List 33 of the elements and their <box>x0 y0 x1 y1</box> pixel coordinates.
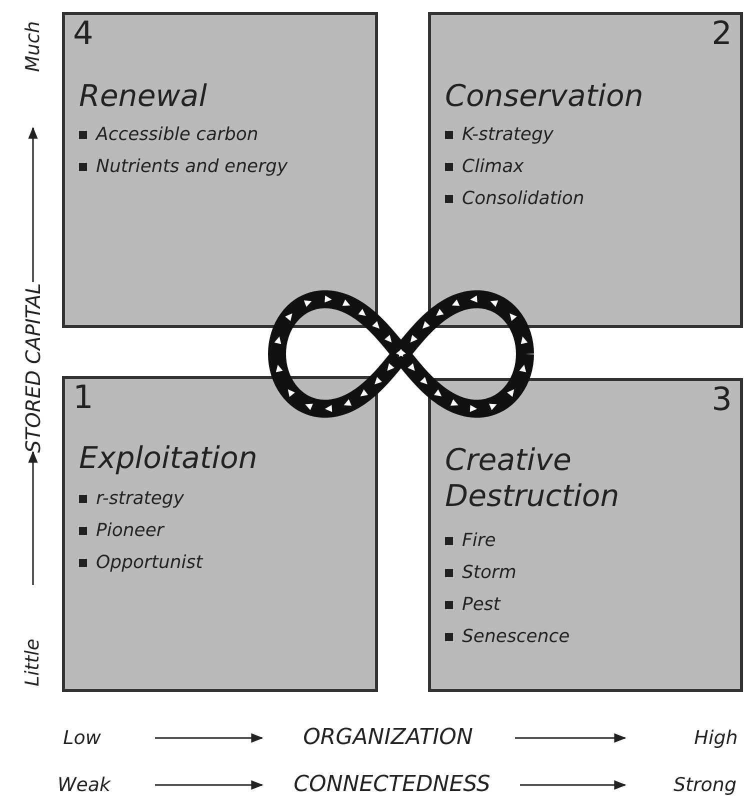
axis-end-label: Much <box>24 20 42 72</box>
bullet-item: Senescence <box>445 621 570 653</box>
bullet-item: K-strategy <box>445 119 584 151</box>
bullet-item: Climax <box>445 151 584 183</box>
axis-end-label: Weak <box>57 776 111 794</box>
phase-number: 1 <box>73 381 94 413</box>
phase-title: Conservation <box>445 79 644 115</box>
axis-end-label: High <box>694 728 738 748</box>
phase-number: 4 <box>73 17 94 49</box>
phase-box <box>62 12 378 328</box>
bullet-item: Fire <box>445 525 570 557</box>
bullet-item: Pioneer <box>79 515 203 547</box>
phase-number: 2 <box>712 17 732 49</box>
phase-title: Exploitation <box>79 441 258 477</box>
axis-end-label: Strong <box>673 776 737 794</box>
bullet-item: Storm <box>445 557 570 589</box>
bullet-item: Consolidation <box>445 183 584 215</box>
phase-title: Creative Destruction <box>445 443 620 515</box>
axis-end-label: Little <box>24 638 42 686</box>
phase-box <box>62 376 378 692</box>
bullet-item: Nutrients and energy <box>79 151 288 183</box>
bullet-item: r-strategy <box>79 483 203 515</box>
phase-number: 3 <box>712 383 732 415</box>
axis-end-label: Low <box>63 728 101 748</box>
bullet-item: Pest <box>445 589 570 621</box>
phase-title: Renewal <box>79 79 208 115</box>
axis-title: ORGANIZATION <box>303 727 473 749</box>
phase-box <box>428 378 743 692</box>
bullet-item: Opportunist <box>79 547 203 579</box>
axis-title: CONNECTEDNESS <box>294 774 490 796</box>
phase-box <box>428 12 743 328</box>
axis-title: STORED CAPITAL <box>23 283 43 453</box>
bullet-item: Accessible carbon <box>79 119 288 151</box>
